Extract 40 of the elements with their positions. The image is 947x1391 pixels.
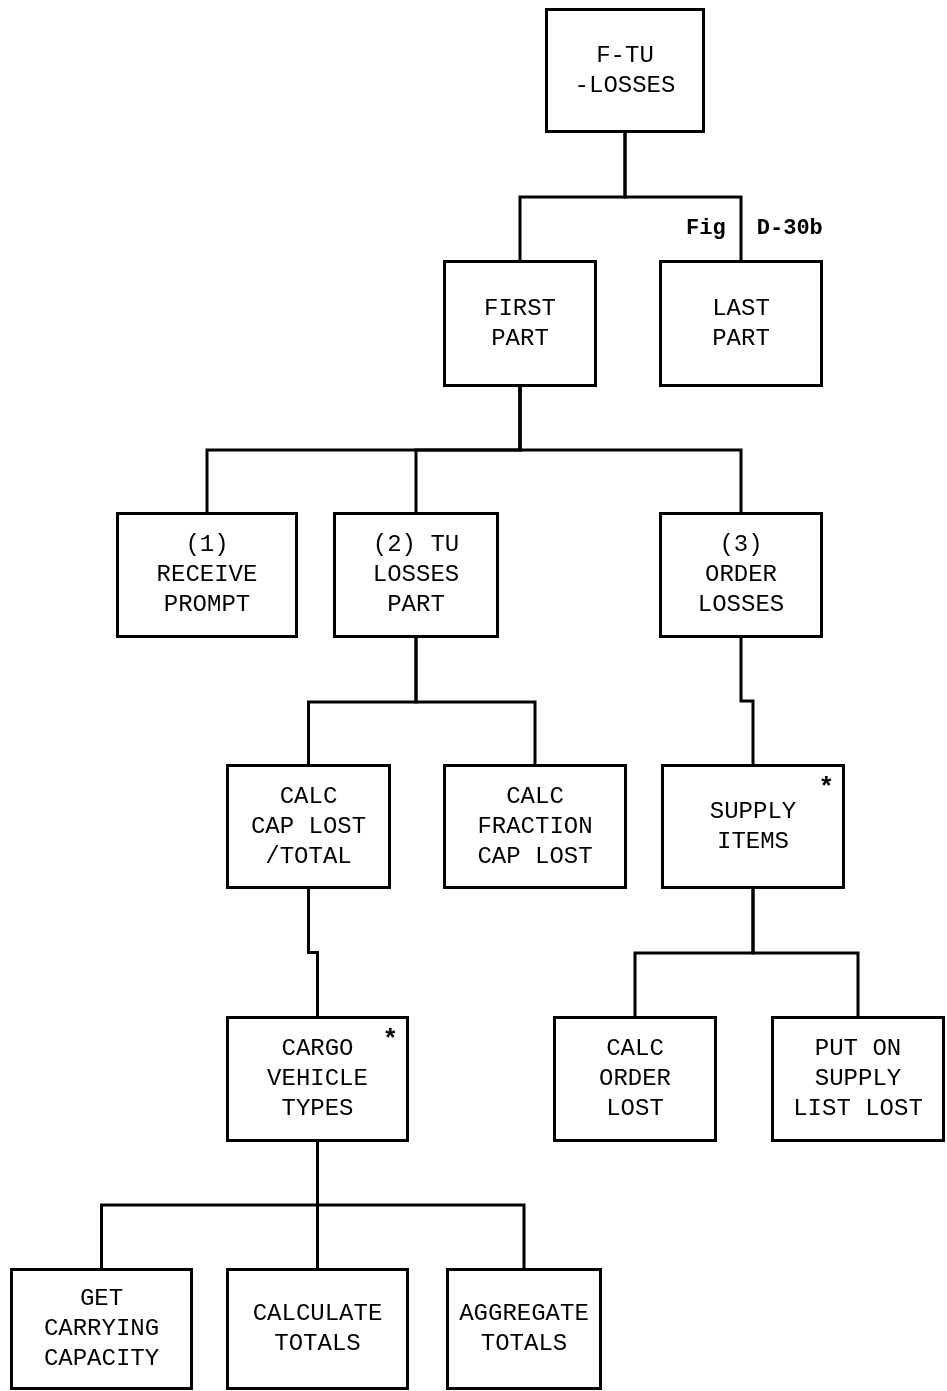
connector-line — [518, 387, 743, 512]
box-label: CALCULATE TOTALS — [252, 1299, 383, 1359]
process-box — [226, 764, 391, 889]
process-box — [659, 512, 823, 638]
box-label: CALC ORDER LOST — [599, 1034, 671, 1124]
box-label: FIRST PART — [484, 293, 556, 354]
connector-line — [623, 133, 743, 260]
iteration-mark: * — [382, 1027, 398, 1053]
box-label: SUPPLY ITEMS — [709, 796, 797, 857]
process-box — [226, 1268, 409, 1390]
process-box — [443, 260, 597, 387]
connector-line — [307, 889, 319, 1016]
process-box — [333, 512, 499, 638]
process-box — [446, 1268, 602, 1390]
box-label: LAST PART — [712, 293, 770, 354]
box-label: CARGO VEHICLE TYPES — [267, 1034, 368, 1124]
box-label: CALC FRACTION CAP LOST — [477, 781, 593, 872]
box-label: (2) TU LOSSES PART — [372, 530, 460, 620]
process-box — [226, 1016, 409, 1142]
box-label: AGGREGATE TOTALS — [459, 1299, 589, 1359]
box-label: F-TU -LOSSES — [574, 40, 676, 101]
box-label: CALC CAP LOST /TOTAL — [250, 781, 367, 872]
connector-line — [316, 1142, 526, 1268]
process-box — [661, 764, 845, 889]
iteration-mark: * — [818, 775, 834, 801]
process-box — [545, 8, 705, 133]
process-box — [659, 260, 823, 387]
box-label: (1) RECEIVE PROMPT — [156, 530, 258, 620]
process-box — [553, 1016, 717, 1142]
figure-number: Fig D-30b — [686, 216, 823, 241]
connector-line — [751, 889, 860, 1016]
connector-line — [739, 638, 755, 764]
box-label: (3) ORDER LOSSES — [697, 530, 785, 620]
connector-line — [414, 638, 537, 764]
process-box — [116, 512, 298, 638]
process-box — [10, 1268, 193, 1390]
process-box — [771, 1016, 945, 1142]
process-box — [443, 764, 627, 889]
box-label: GET CARRYING CAPACITY — [43, 1284, 160, 1374]
box-label: PUT ON SUPPLY LIST LOST — [793, 1034, 923, 1124]
